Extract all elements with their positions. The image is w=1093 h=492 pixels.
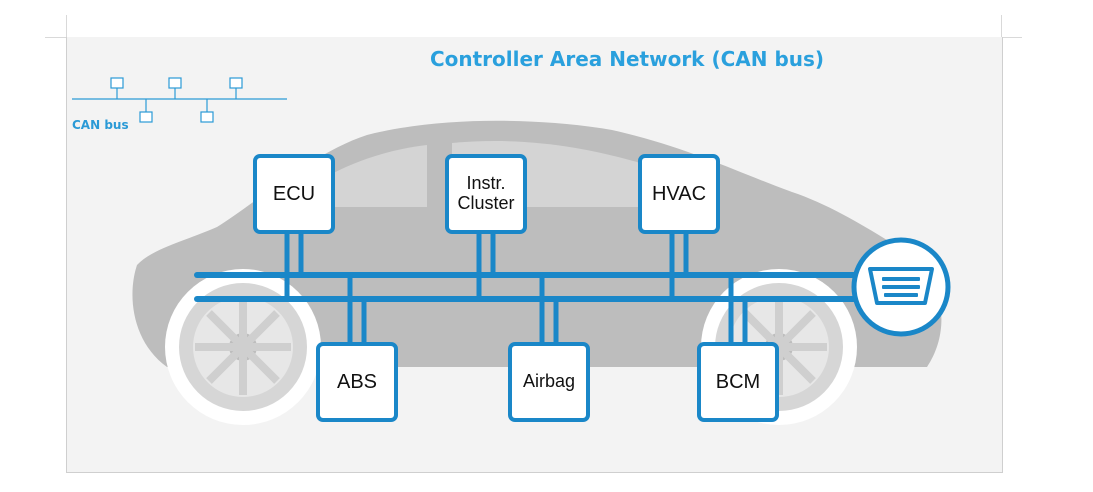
node-hvac: HVAC — [638, 154, 720, 234]
node-ecu: ECU — [253, 154, 335, 234]
node-abs: ABS — [316, 342, 398, 422]
page-guide-left — [66, 15, 67, 37]
diagram-title: Controller Area Network (CAN bus) — [429, 47, 825, 71]
bottom-node-connectors — [347, 275, 748, 342]
node-bcm: BCM — [697, 342, 779, 422]
can-bus-legend-diagram — [72, 77, 287, 123]
node-airbag: Airbag — [508, 342, 590, 422]
top-node-connectors — [284, 234, 689, 299]
page-guide-top-left — [45, 37, 66, 38]
can-bus-legend-label: CAN bus — [72, 118, 129, 132]
page-guide-right — [1001, 15, 1002, 37]
obd2-port-icon — [851, 237, 951, 337]
node-instr-cluster: Instr. Cluster — [445, 154, 527, 234]
page-guide-top-right — [1002, 37, 1022, 38]
can-bus-lines — [194, 272, 870, 302]
diagram-canvas: Controller Area Network (CAN bus) CAN bu… — [66, 37, 1003, 473]
